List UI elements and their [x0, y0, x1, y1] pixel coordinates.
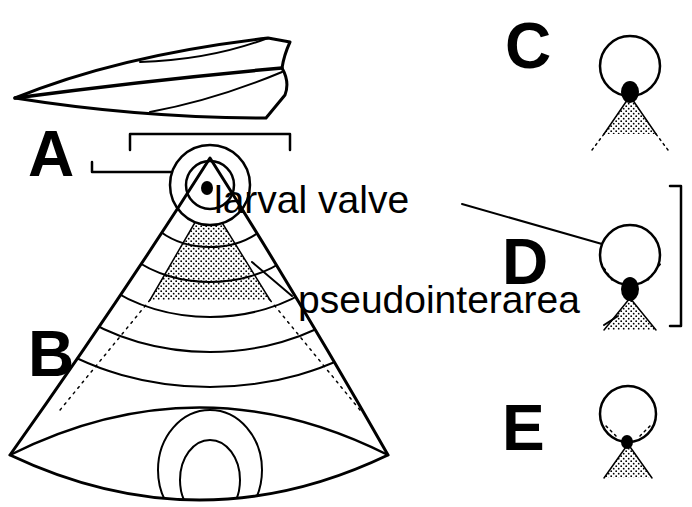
larval-valve-c — [592, 36, 668, 150]
shell-side-view — [15, 38, 290, 118]
figure-letter: C — [505, 14, 551, 78]
scale-bracket — [670, 186, 681, 326]
part-label: larval valve — [214, 180, 409, 219]
figure-letter: B — [28, 322, 74, 386]
leader-line — [604, 316, 618, 325]
larval-valve-e — [600, 386, 656, 478]
shell-dorsal-view — [0, 43, 450, 507]
figure-letter: E — [502, 396, 545, 460]
larval-valve-d — [600, 225, 662, 330]
figure-letter: A — [28, 122, 74, 186]
leader-line — [252, 262, 292, 296]
part-label: pseudointerarea — [298, 280, 580, 319]
